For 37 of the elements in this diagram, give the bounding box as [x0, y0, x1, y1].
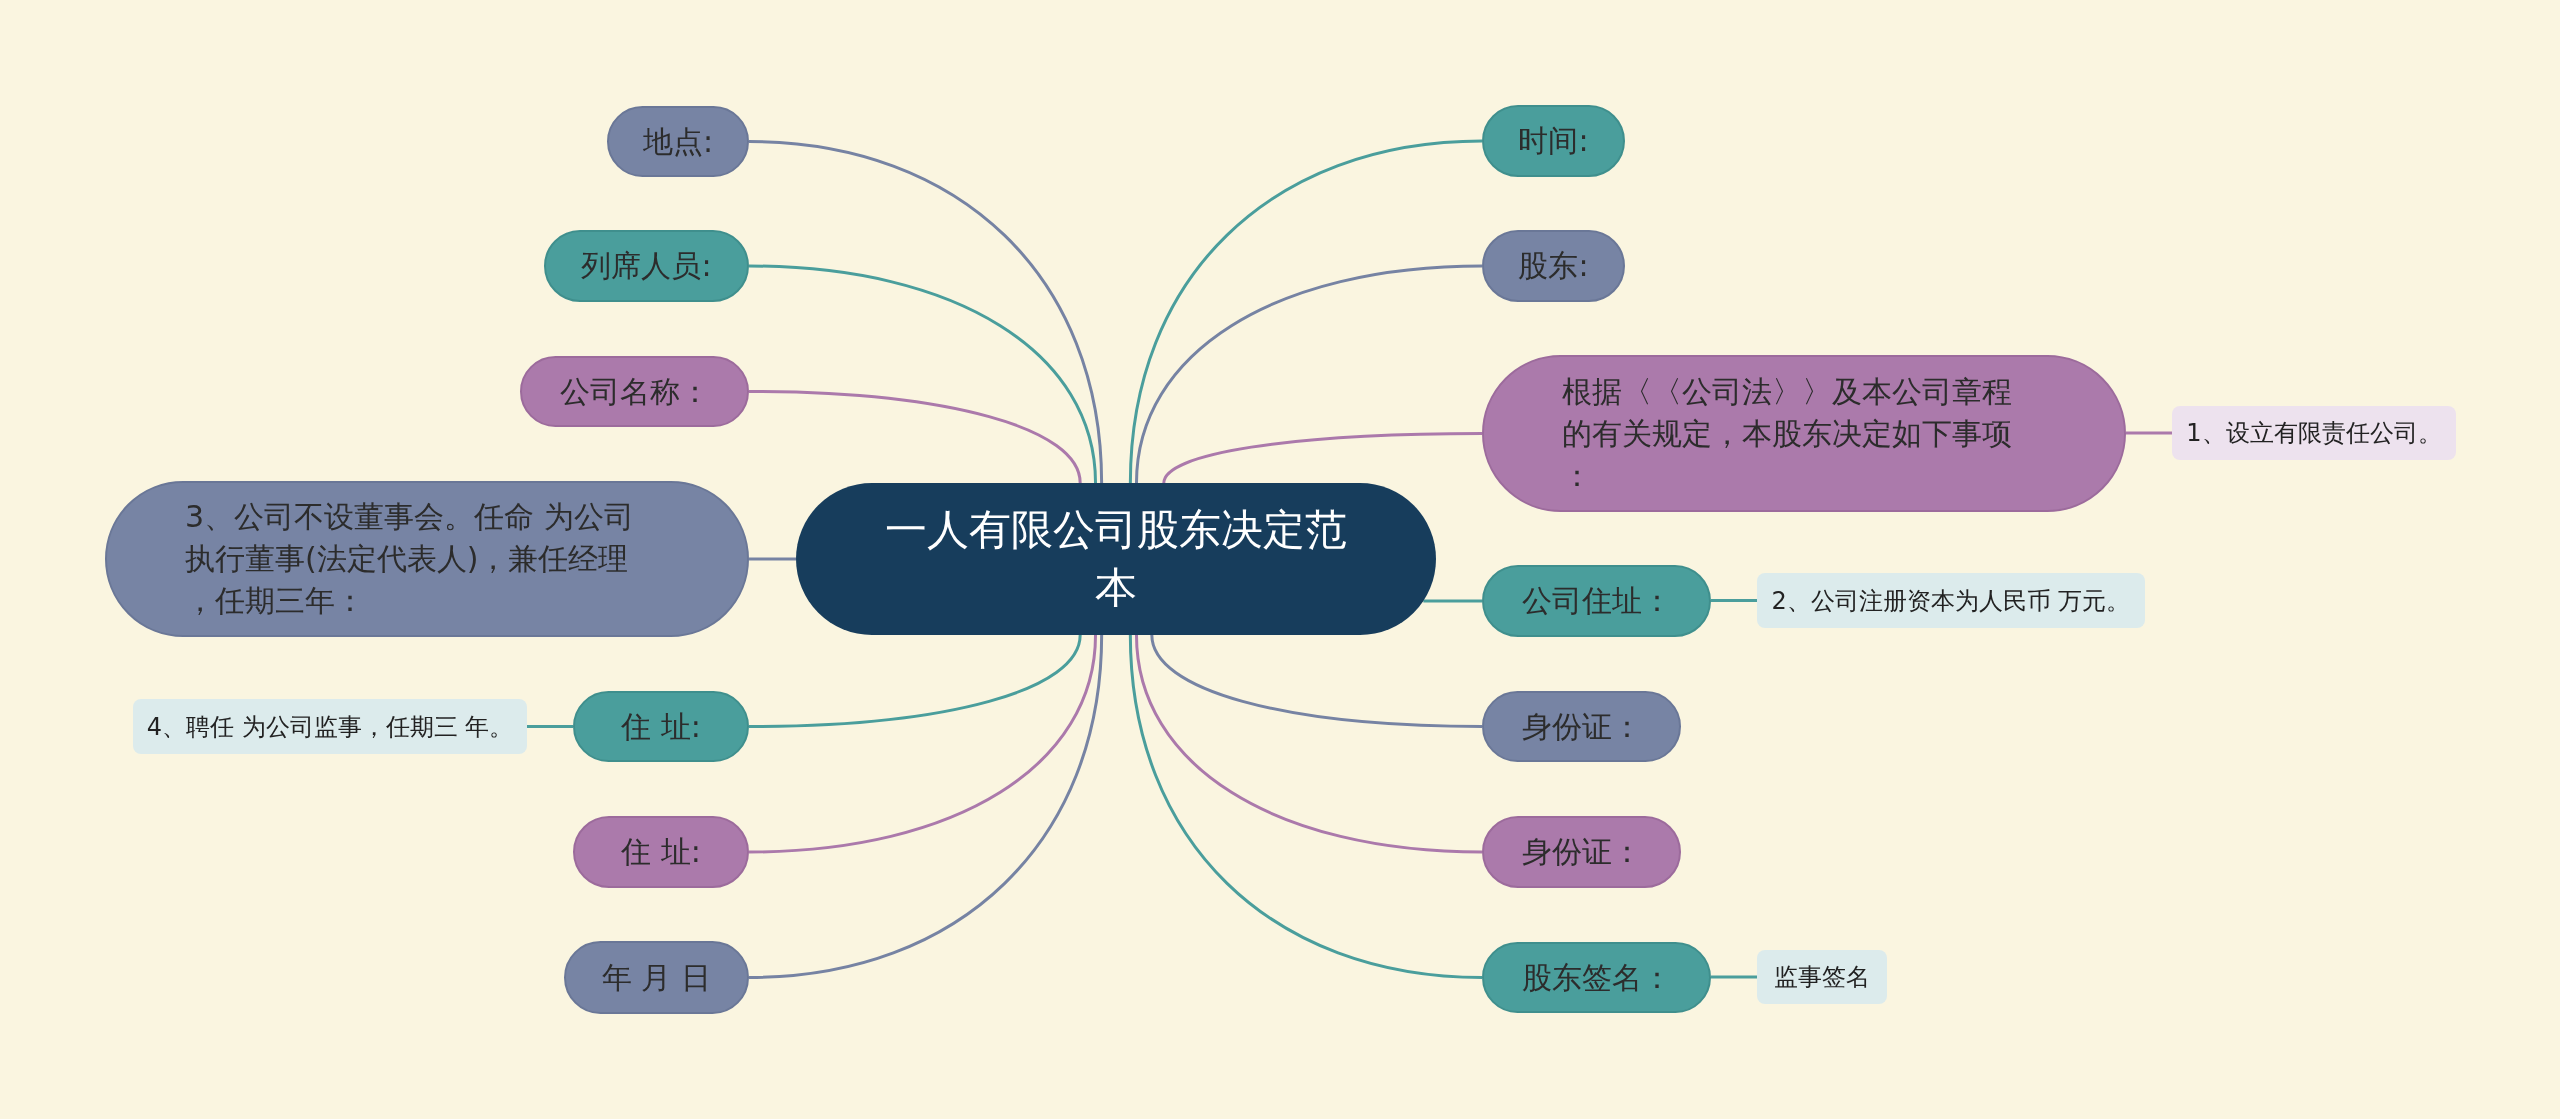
note-box: 2、公司注册资本为人民币 万元。: [1757, 573, 2145, 628]
connector-line: [748, 264, 1097, 484]
connector-line: [748, 140, 1104, 484]
topic-pill: 根据〈〈公司法〉〉及本公司章程的有关规定，本股东决定如下事项：: [1482, 355, 2126, 512]
connector-line: [527, 725, 573, 728]
topic-pill: 3、公司不设董事会。任命 为公司执行董事(法定代表人)，兼任经理，任期三年：: [105, 481, 749, 637]
topic-pill: 身份证：: [1482, 816, 1681, 888]
connector-line: [748, 634, 1082, 728]
connector-line: [1423, 599, 1482, 603]
connector-line: [1128, 139, 1483, 484]
connector-line: [1150, 634, 1483, 728]
topic-pill: 时间:: [1482, 105, 1625, 177]
topic-pill: 住 址:: [573, 816, 749, 888]
connector-line: [1711, 975, 1757, 979]
note-box: 监事签名: [1757, 950, 1887, 1004]
topic-pill: 身份证：: [1482, 691, 1681, 762]
central-topic: 一人有限公司股东决定范本: [796, 483, 1436, 635]
note-box: 1、设立有限责任公司。: [2172, 406, 2456, 460]
connector-line: [749, 557, 796, 561]
topic-pill: 年 月 日: [564, 941, 749, 1014]
topic-pill: 公司住址：: [1482, 565, 1711, 637]
connector-line: [2126, 431, 2172, 435]
connector-line: [1162, 432, 1482, 484]
topic-pill: 列席人员:: [544, 230, 749, 302]
connector-line: [1135, 264, 1483, 484]
connector-line: [1135, 634, 1483, 854]
topic-pill: 股东签名：: [1482, 942, 1711, 1013]
connector-line: [748, 634, 1097, 854]
topic-pill: 公司名称：: [520, 356, 749, 427]
note-box: 4、聘任 为公司监事，任期三 年。: [133, 699, 527, 754]
connector-line: [748, 634, 1104, 979]
topic-pill: 股东:: [1482, 230, 1625, 302]
connector-line: [748, 390, 1082, 484]
topic-pill: 住 址:: [573, 691, 749, 762]
connector-line: [1711, 599, 1757, 602]
topic-pill: 地点:: [607, 106, 749, 177]
connector-line: [1128, 634, 1483, 979]
